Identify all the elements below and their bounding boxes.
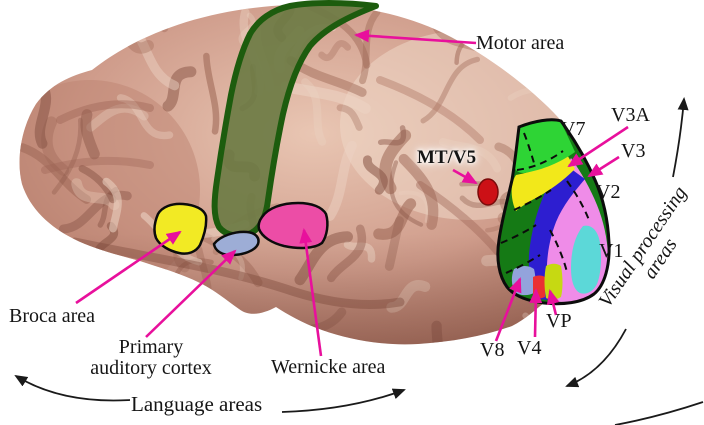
group-arrows [14, 97, 704, 425]
visual-up-arrow [672, 97, 689, 178]
visual-complex-outline [496, 118, 611, 306]
v4-label: V4 [517, 337, 542, 359]
vp-label: VP [546, 310, 572, 332]
v3-region [528, 163, 585, 300]
language-left-arrow [14, 374, 131, 402]
motor-area-region [211, 0, 379, 239]
vp-region [544, 263, 563, 300]
broca-region [153, 202, 208, 255]
v3a-region [511, 153, 575, 211]
language-areas-label: Language areas [131, 392, 263, 416]
vp-arrow [546, 289, 560, 316]
motor-area-label: Motor area [476, 32, 565, 54]
broca-arrow [75, 230, 182, 305]
mt-v5-arrow [452, 168, 478, 185]
mt-v5-region [477, 178, 499, 206]
v1-region [571, 225, 601, 294]
visual-down-arrow [565, 328, 627, 388]
pointer-arrows [75, 29, 629, 357]
v2-label: V2 [596, 181, 621, 203]
wernicke-arrow [299, 228, 323, 357]
v8-label: V8 [480, 339, 505, 361]
wernicke-area-label: Wernicke area [271, 356, 386, 378]
primary-auditory-line1: Primary [118, 336, 184, 358]
visual-areas-complex [496, 118, 611, 306]
v3-arrow [587, 155, 620, 178]
v1-label: V1 [599, 240, 624, 262]
primary-auditory-label: Primary auditory cortex [80, 337, 222, 379]
auditory-arrow [145, 249, 237, 338]
v7-label: V7 [561, 118, 586, 140]
primary-auditory-line2: auditory cortex [90, 357, 212, 379]
language-right-arrow [281, 388, 406, 413]
v3a-arrow [567, 125, 629, 168]
corner-curve [614, 401, 704, 425]
motor-area-arrow [354, 29, 477, 45]
v3-label: V3 [621, 140, 646, 162]
v8-arrow [494, 277, 522, 342]
v3a-label: V3A [611, 104, 650, 126]
v7-region [514, 120, 575, 173]
mt-v5-label: MT/V5 [417, 147, 477, 168]
wernicke-region [257, 201, 329, 250]
sulci-dashed-lines [500, 132, 590, 274]
v4-arrow [529, 288, 543, 338]
broca-area-label: Broca area [9, 305, 96, 327]
